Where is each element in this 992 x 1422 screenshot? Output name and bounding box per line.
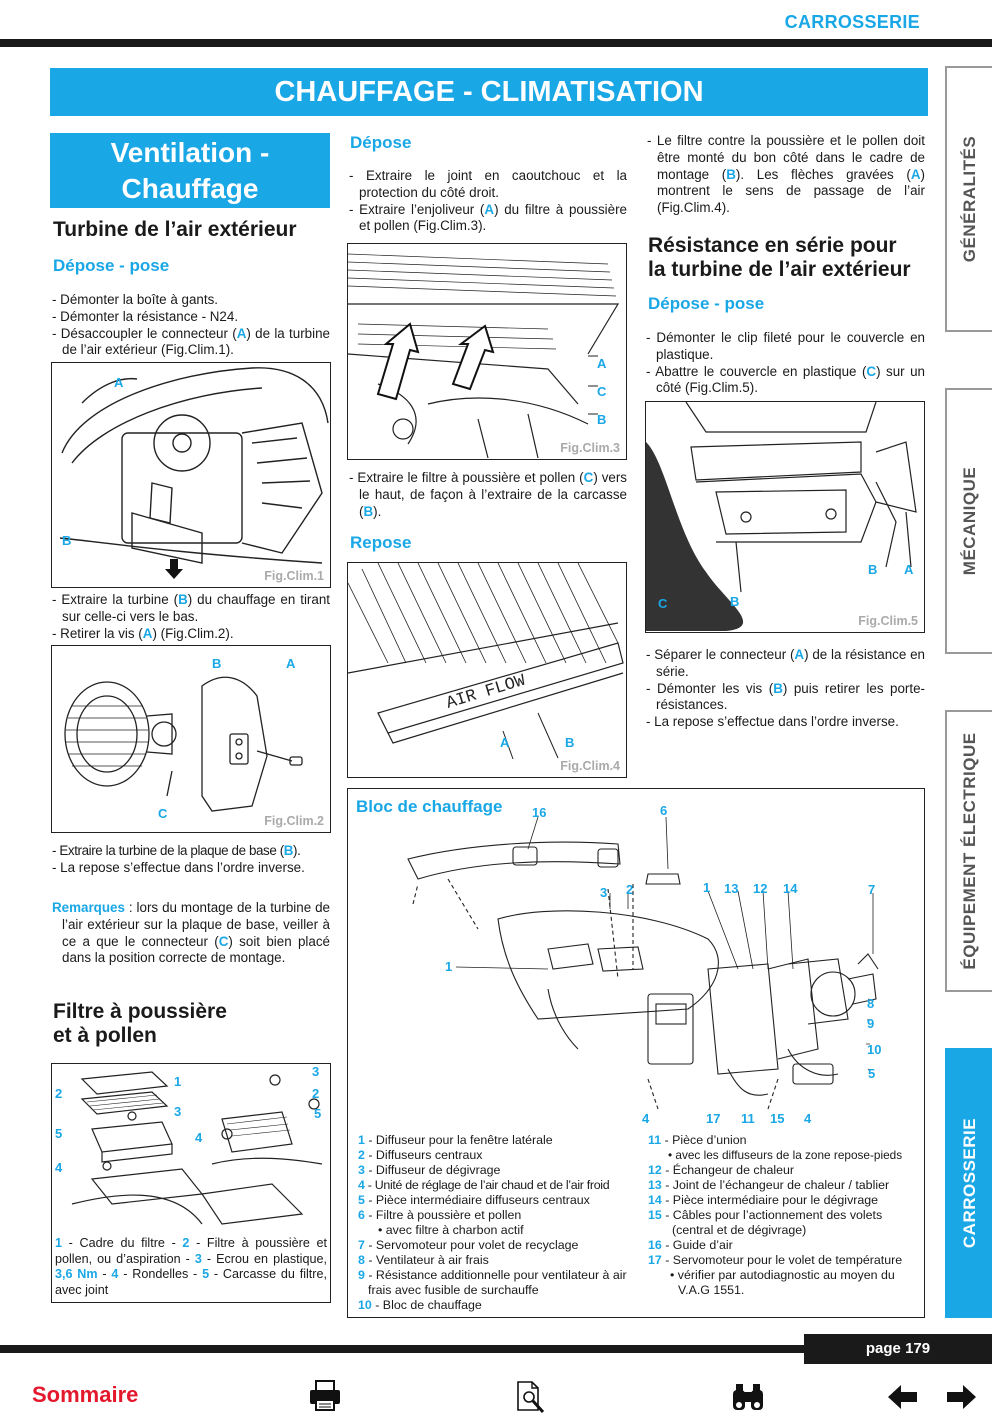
figure-clim-2: B A C Fig.Clim.2 [51,645,331,833]
figure-clim-3: A C B Fig.Clim.3 [347,243,627,460]
footer-rule [0,1345,992,1353]
heater-exploded-drawing [407,816,879,1110]
filter-air-flow-drawing: AIR FLOW [348,563,624,760]
bloc-legend-right: 11 - Pièce d’union • avec les diffuseurs… [648,1133,903,1297]
turbine-steps: - Démonter la boîte à gants. - Démonter … [52,292,330,358]
turbine-steps-2: - Extraire la turbine (B) du chauffage e… [52,592,330,641]
arrow-right-icon[interactable] [946,1384,976,1410]
side-tab-mecanique[interactable]: MÉCANIQUE [945,388,992,654]
filter-repose-step: - Le filtre contre la poussière et le po… [647,133,925,216]
turbine-steps-3: - Extraire la turbine de la plaque de ba… [52,843,305,875]
filter-exploded-drawing [71,1071,323,1225]
resistance-steps-2: - Séparer le connecteur (A) de la résist… [646,647,925,730]
turbine-remark: Remarques : lors du montage de la turbin… [52,900,330,966]
side-tab-equipement-electrique[interactable]: ÉQUIPEMENT ÉLECTRIQUE [945,710,992,992]
filter-housing-drawing [348,253,620,458]
chapter-title: CHAUFFAGE - CLIMATISATION [50,68,928,116]
bloc-title: Bloc de chauffage [356,797,503,816]
zoom-page-icon[interactable] [516,1380,546,1414]
section-title: Ventilation - Chauffage [50,133,330,208]
subheading-depose: Dépose [350,133,412,152]
printer-icon[interactable] [308,1380,342,1412]
side-tab-carrosserie[interactable]: CARROSSERIE [945,1048,992,1318]
resistance-steps: - Démonter le clip fileté pour le couver… [646,330,925,396]
svg-text:AIR FLOW: AIR FLOW [444,671,528,713]
side-tab-generalites[interactable]: GÉNÉRALITÉS [945,66,992,332]
subheading-repose: Repose [350,533,412,552]
header-rule [0,39,992,47]
heading-filtre: Filtre à poussière et à pollen [53,1000,227,1047]
filter-depose-steps-2: - Extraire le filtre à poussière et poll… [349,470,627,519]
subheading-depose-pose: Dépose - pose [53,256,170,275]
filter-depose-steps: - Extraire le joint en caoutchouc et la … [349,168,628,234]
figure-filtre: 1 2 3 5 4 4 3 2 5 1 - Cadre du filtre - … [51,1063,331,1303]
figure-clim-4: AIR FLOW A B Fig.Clim.4 [347,562,627,778]
page-number: page 179 [804,1334,992,1364]
arrow-left-icon[interactable] [888,1384,918,1410]
turbine-base-drawing [64,676,303,812]
binoculars-icon[interactable] [730,1382,766,1412]
bloc-legend-left: 1 - Diffuseur pour la fenêtre latérale 2… [358,1133,627,1312]
subheading-depose-pose-2: Dépose - pose [648,294,765,313]
turbine-drawing [59,367,329,579]
figure-bloc-chauffage: Bloc de chauffage [347,788,925,1318]
running-header-section: CARROSSERIE [784,12,920,32]
figure-clim-5: B A C B Fig.Clim.5 [645,401,925,633]
filter-caption: 1 - Cadre du filtre - 2 - Filtre à pouss… [55,1236,327,1297]
sommaire-link[interactable]: Sommaire [32,1382,139,1407]
resistance-drawing [646,402,917,631]
figure-clim-1: A B Fig.Clim.1 [51,362,331,588]
heading-resistance: Résistance en série pour la turbine de l… [648,234,911,281]
heading-turbine: Turbine de l’air extérieur [53,218,297,241]
